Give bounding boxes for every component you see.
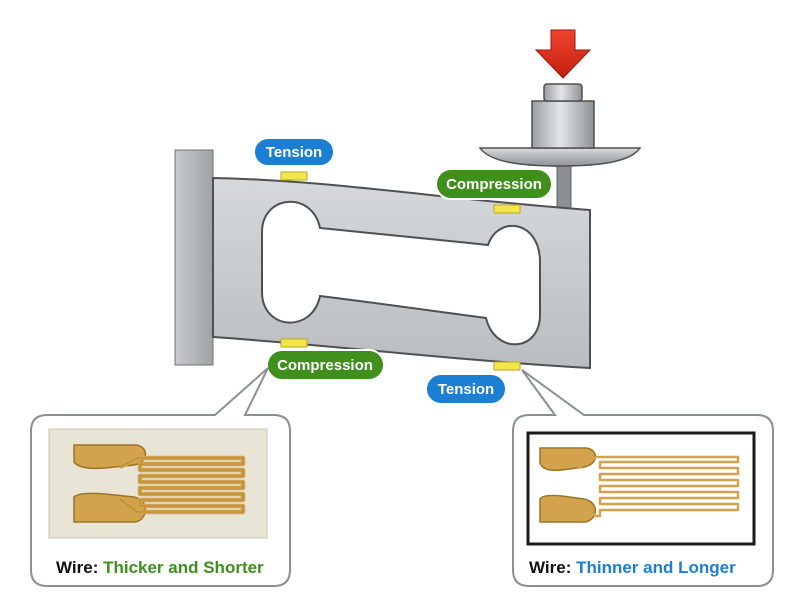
compression-label-top: Compression [435,168,553,200]
gauge-pad-top-right [493,204,521,214]
caption-right: Wire: Thinner and Longer [529,558,736,577]
tension-label-top: Tension [253,137,335,167]
compression-label-bottom: Compression [266,349,385,381]
mounting-wall [174,149,214,366]
weight-body [531,100,595,149]
tension-label-bottom: Tension [425,373,507,405]
gauge-pad-bottom-right [493,361,521,371]
caption-left: Wire: Thicker and Shorter [56,558,264,577]
strain-gauge-thick-short [48,428,268,539]
scale-pan [478,147,642,167]
weight-cap [543,83,583,102]
load-arrow-icon [534,29,592,79]
svg-text:Compression: Compression [277,357,373,374]
svg-text:Tension: Tension [438,381,494,398]
svg-text:Compression: Compression [446,176,542,193]
svg-text:Tension: Tension [266,144,322,161]
gauge-pad-top-left [280,171,308,181]
beam-cutout [261,200,541,346]
gauge-pad-bottom-left [280,338,308,348]
strain-gauge-thin-long [526,431,756,546]
